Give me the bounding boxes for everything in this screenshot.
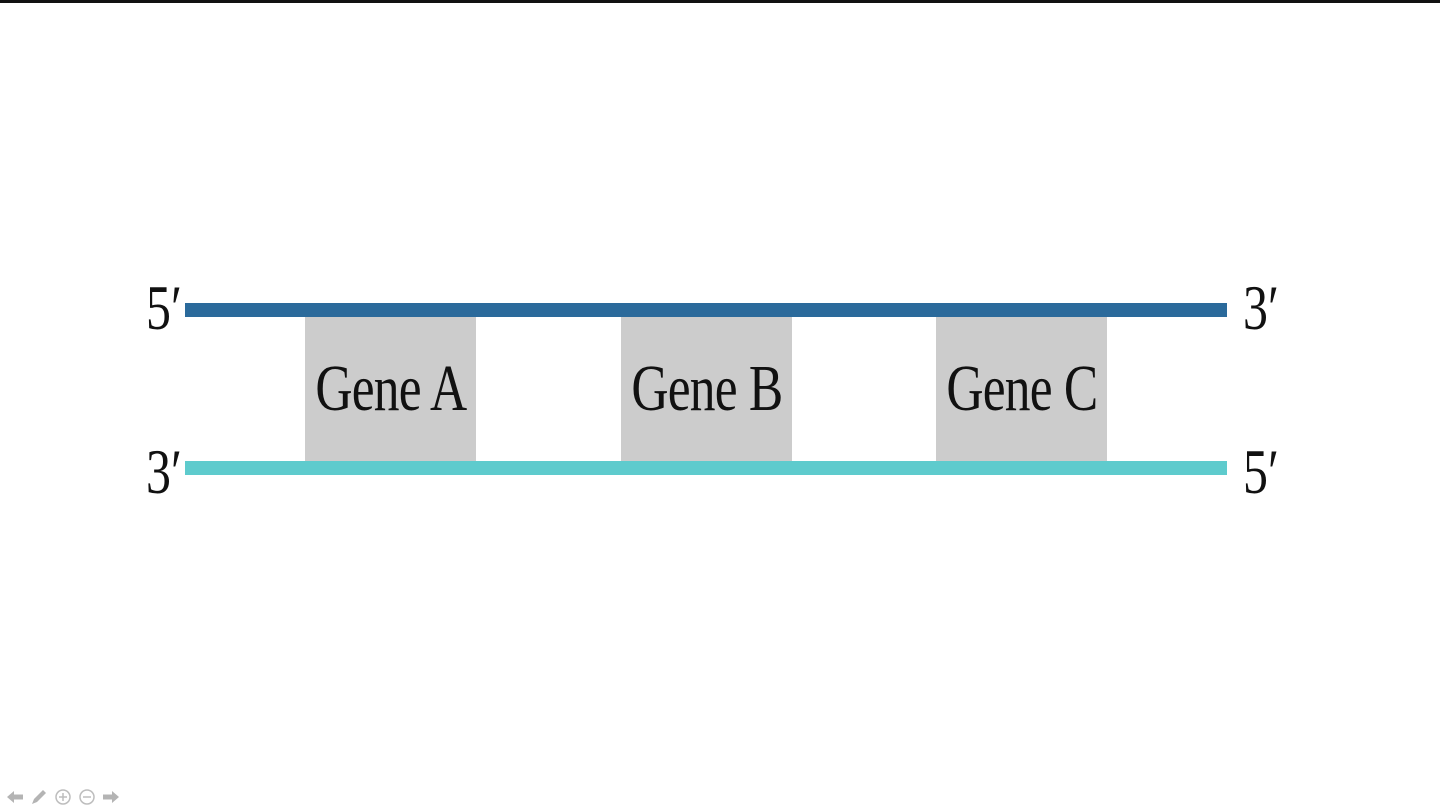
bottom-strand-right-label: 5′ [1243, 436, 1279, 507]
forward-arrow-icon[interactable] [100, 787, 122, 807]
zoom-out-icon[interactable] [76, 787, 98, 807]
gene-label: Gene C [945, 352, 1098, 425]
bottom-strand-left-label: 3′ [146, 436, 182, 507]
top-border [0, 0, 1440, 3]
top-strand [185, 303, 1227, 317]
top-strand-left-label: 5′ [146, 272, 182, 343]
gene-box-a: Gene A [305, 317, 476, 461]
top-strand-right-label: 3′ [1243, 272, 1279, 343]
pen-icon[interactable] [28, 787, 50, 807]
gene-box-b: Gene B [621, 317, 792, 461]
back-arrow-icon[interactable] [4, 787, 26, 807]
gene-box-c: Gene C [936, 317, 1107, 461]
slide-nav-controls [4, 787, 122, 807]
zoom-in-icon[interactable] [52, 787, 74, 807]
gene-label: Gene B [630, 352, 783, 425]
gene-label: Gene A [314, 352, 467, 425]
bottom-strand [185, 461, 1227, 475]
